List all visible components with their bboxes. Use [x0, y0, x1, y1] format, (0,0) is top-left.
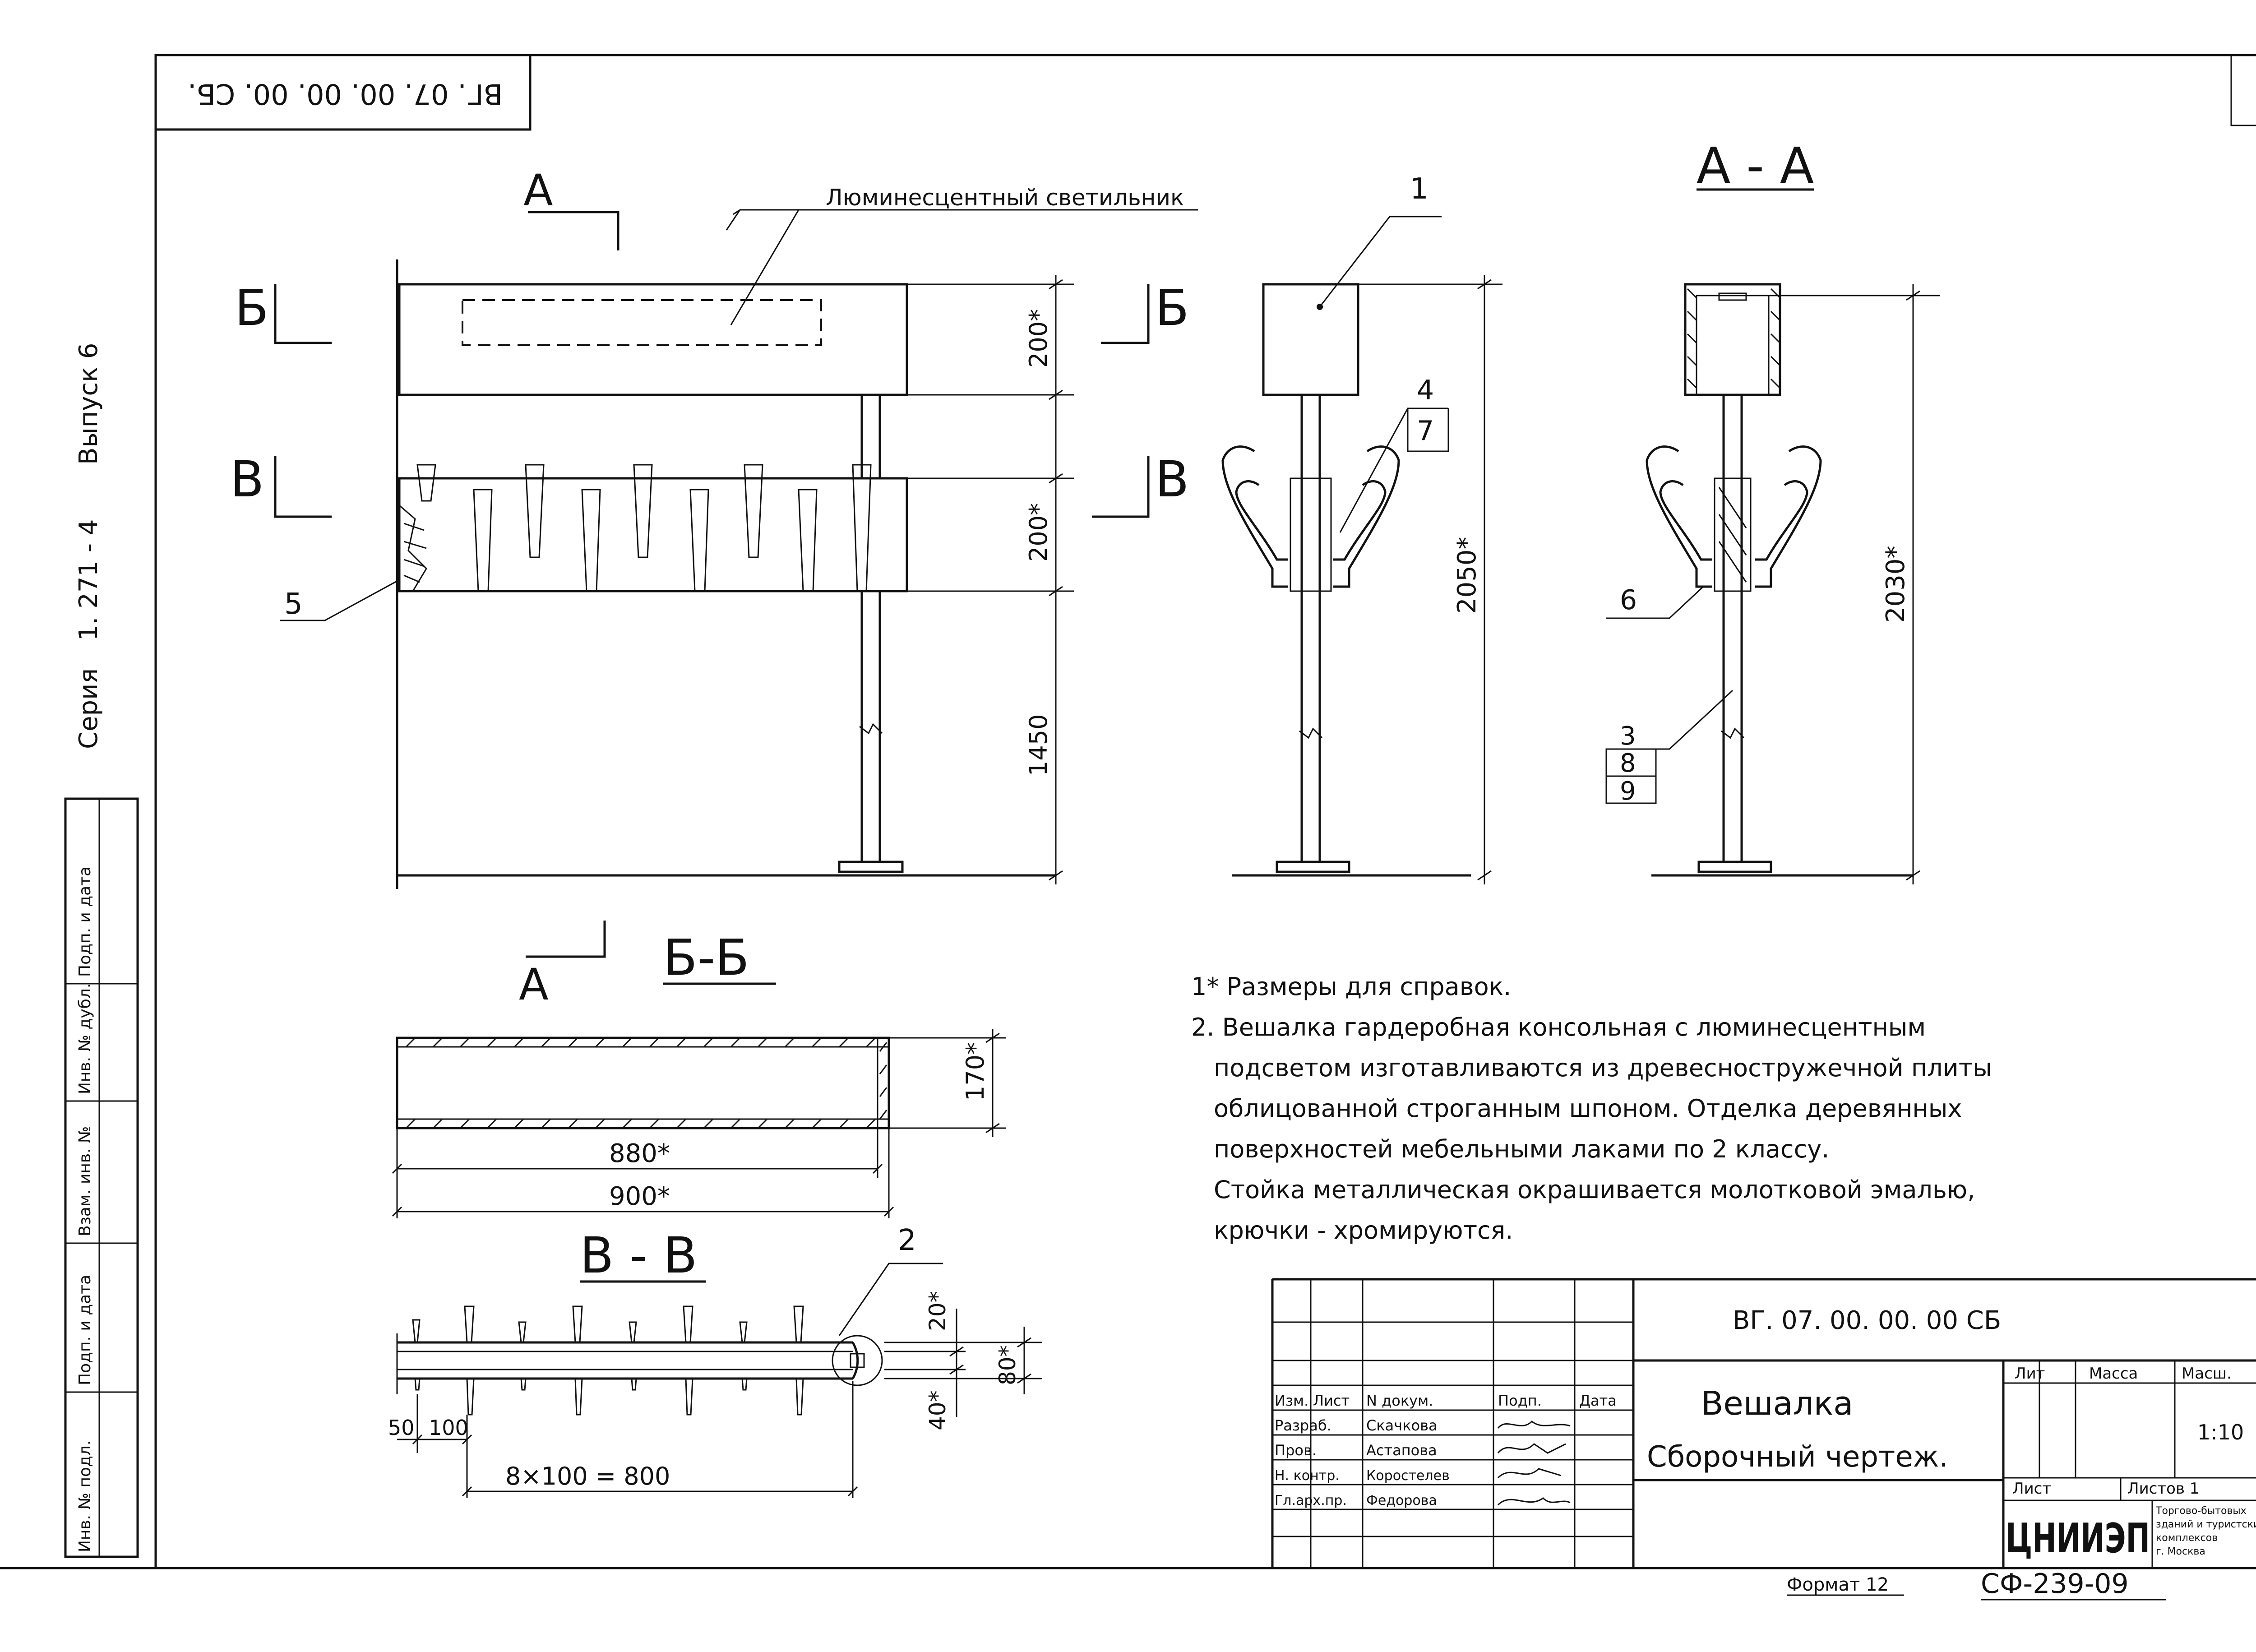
- header-izm: Изм.: [1275, 1392, 1308, 1409]
- callout-9: 9: [1620, 777, 1636, 806]
- callout-4: 4: [1417, 375, 1434, 406]
- lamp-box: [398, 283, 908, 396]
- section-aa-title: А - А: [1697, 137, 1814, 194]
- dim-vv-total: 8×100 = 800: [505, 1462, 670, 1490]
- drawing-frame: [0, 54, 2256, 1569]
- note-line-4: облицованной строганным шпоном. Отделка …: [1214, 1094, 1962, 1123]
- fluorescent-lamp: [462, 299, 822, 346]
- callout-5: 5: [284, 588, 303, 621]
- row-name-2: Астапова: [1366, 1442, 1437, 1459]
- row-role-4: Гл.арх.пр.: [1275, 1493, 1347, 1509]
- coat-board: [398, 477, 908, 592]
- org-logo: ЦНИИЭП: [2006, 1515, 2150, 1562]
- section-vv-title: В - В: [580, 1226, 698, 1284]
- dim-vv-80: 80*: [994, 1345, 1021, 1385]
- side-table-cell-4: Инв. № дубл.: [76, 983, 94, 1094]
- header-list: Лист: [1313, 1392, 1350, 1409]
- callout-3: 3: [1620, 722, 1636, 751]
- dim-bb-inner: 880*: [609, 1139, 670, 1168]
- dim-bb-outer: 900*: [609, 1182, 670, 1211]
- issue-label: Выпуск 6: [74, 343, 103, 465]
- note-line-2: 2. Вешалка гардеробная консольная с люми…: [1191, 1013, 1926, 1041]
- row-role-3: Н. контр.: [1275, 1468, 1340, 1484]
- series-label: Серия: [74, 668, 103, 749]
- dim-front-bottom: 1450: [1024, 714, 1053, 776]
- org-name-4: г. Москва: [2156, 1546, 2205, 1557]
- org-name-1: Торгово-бытовых: [2155, 1505, 2247, 1517]
- callout-8: 8: [1620, 749, 1636, 778]
- signature-4: [1497, 1497, 1571, 1506]
- sheets-label: Листов 1: [2127, 1480, 2199, 1498]
- stamp-code: ВГ. 07. 00. 00. 00. СБ.: [188, 78, 503, 111]
- row-role-2: Пров.: [1275, 1442, 1317, 1459]
- section-bb-cut-a: А: [519, 959, 549, 1010]
- scale-value: 1:10: [2197, 1420, 2244, 1444]
- mass-label: Масса: [2089, 1365, 2138, 1383]
- org-name-3: комплексов: [2156, 1532, 2218, 1544]
- side-table-cell-3: Взам. инв. №: [76, 1126, 94, 1236]
- dim-side-height: 2050*: [1452, 537, 1482, 614]
- dim-bb-depth: 170*: [961, 1042, 989, 1101]
- front-view: А Б Б В В Люминесцентный светильник: [230, 165, 1198, 889]
- front-cut-v-left-label: В: [230, 450, 264, 508]
- signature-3: [1497, 1468, 1562, 1479]
- lit-label: Лит: [2015, 1365, 2045, 1383]
- section-aa: А - А 6 3 8 9 2030*: [1605, 137, 1940, 884]
- header-ndokum: N докум.: [1366, 1392, 1433, 1409]
- row-name-1: Скачкова: [1366, 1417, 1438, 1434]
- title-doc-type: Сборочный чертеж.: [1647, 1440, 1948, 1474]
- stamp-box: ВГ. 07. 00. 00. 00. СБ.: [154, 54, 532, 131]
- dim-front-mid: 200*: [1024, 503, 1053, 562]
- series-number: 1. 271 - 4: [74, 519, 103, 641]
- dim-front-top: 200*: [1024, 309, 1053, 368]
- front-cut-v-right-label: В: [1155, 450, 1189, 508]
- org-name-2: зданий и туристских: [2156, 1519, 2256, 1530]
- callout-7: 7: [1417, 415, 1434, 447]
- callout-1: 1: [1410, 172, 1428, 206]
- notes-block: 1* Размеры для справок. 2. Вешалка гарде…: [1191, 972, 1992, 1245]
- front-cut-b-left-label: Б: [235, 279, 268, 337]
- lamp-label: Люминесцентный светильник: [826, 185, 1184, 211]
- note-line-6: Стойка металлическая окрашивается молотк…: [1214, 1175, 1975, 1204]
- callout-6: 6: [1620, 584, 1637, 616]
- row-name-3: Коростелев: [1366, 1468, 1450, 1484]
- signature-1: [1497, 1420, 1571, 1429]
- header-data: Дата: [1579, 1392, 1617, 1409]
- side-stamp-table: Инв. № подл. Подп. и дата Взам. инв. № И…: [64, 797, 139, 1558]
- side-view: 1 4 7 2050*: [1221, 172, 1502, 884]
- section-vv: В - В 2 20* 80* 40* 50 100 8×100 = 800: [388, 1224, 1042, 1498]
- side-labels: Серия 1. 271 - 4 Выпуск 6: [74, 343, 103, 749]
- format-label: Формат 12: [1787, 1574, 1889, 1595]
- title-name: Вешалка: [1701, 1384, 1853, 1422]
- dim-vv-50: 50: [388, 1416, 415, 1440]
- signature-2: [1497, 1443, 1566, 1454]
- dim-vv-100: 100: [429, 1416, 468, 1440]
- dim-aa-height: 2030*: [1881, 546, 1910, 623]
- dim-vv-40: 40*: [925, 1390, 951, 1430]
- side-table-cell-2: Подп. и дата: [76, 1275, 94, 1385]
- dim-vv-20: 20*: [925, 1291, 951, 1331]
- callout-2: 2: [898, 1224, 916, 1257]
- front-hooks: [416, 464, 872, 592]
- note-line-7: крючки - хромируются.: [1214, 1216, 1513, 1245]
- header-podp: Подп.: [1498, 1392, 1542, 1409]
- section-bb-title: Б-Б: [663, 929, 749, 986]
- title-block: ВГ. 07. 00. 00. 00 СБ Вешалка Сборочный …: [1271, 1278, 2256, 1568]
- row-role-1: Разраб.: [1275, 1417, 1331, 1434]
- side-lamp-box: [1262, 283, 1359, 396]
- sheet-label: Лист: [2012, 1480, 2051, 1498]
- section-bb: А Б-Б 170* 880* 900*: [392, 921, 1006, 1218]
- note-line-1: 1* Размеры для справок.: [1191, 972, 1511, 1001]
- archive-code: СФ-239-09: [1981, 1568, 2129, 1600]
- note-line-3: подсветом изготавливаются из древесностр…: [1214, 1054, 1992, 1082]
- front-cut-b-right-label: Б: [1155, 279, 1189, 337]
- side-table-cell-1: Инв. № подл.: [76, 1440, 94, 1552]
- row-name-4: Федорова: [1366, 1493, 1437, 1509]
- side-table-cell-5: Подп. и дата: [76, 866, 94, 977]
- title-doc-code: ВГ. 07. 00. 00. 00 СБ: [1733, 1306, 2001, 1335]
- note-line-5: поверхностей мебельными лаками по 2 клас…: [1214, 1135, 1829, 1163]
- scale-label: Масш.: [2182, 1365, 2232, 1383]
- front-cut-a-label: А: [523, 165, 553, 216]
